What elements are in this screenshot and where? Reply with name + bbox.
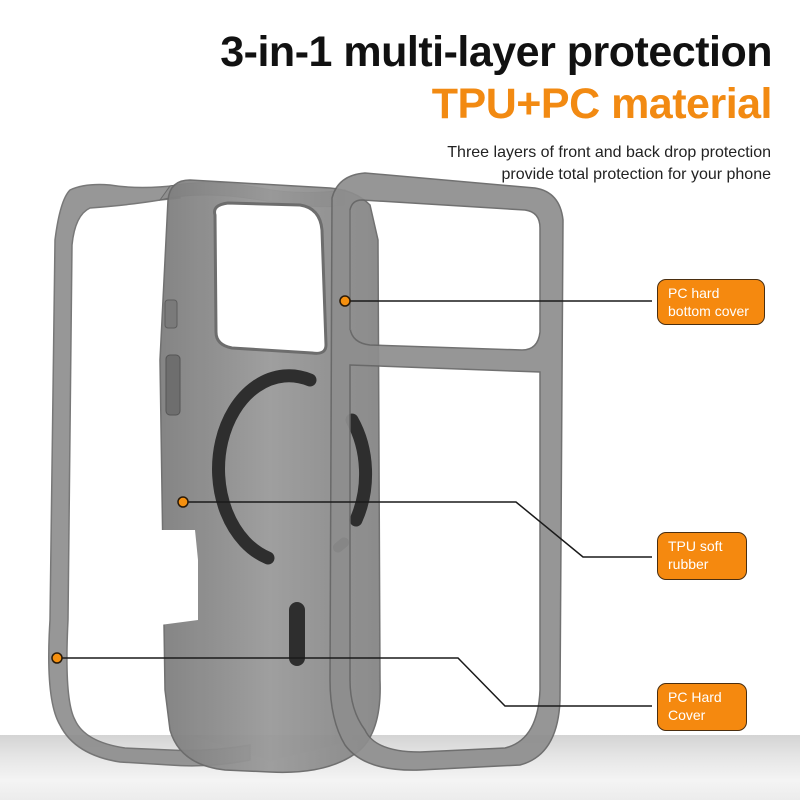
description-line: Three layers of front and back drop prot… (447, 144, 771, 161)
leader-lines (57, 300, 652, 707)
callout-tpu-soft-rubber: TPU soft rubber (657, 532, 747, 580)
pc-hard-bottom-cover-frame (329, 172, 564, 771)
material-subtitle: TPU+PC material (431, 80, 773, 128)
anchor-dot (177, 496, 189, 508)
leader-line-tpu (183, 501, 652, 558)
callout-line: rubber (668, 556, 709, 572)
callout-line: Cover (668, 707, 706, 723)
leader-line-pc-cover (57, 657, 652, 707)
anchor-dot (339, 295, 351, 307)
anchor-dots (51, 295, 351, 664)
tpu-soft-shell (159, 179, 381, 774)
headline: 3-in-1 multi-layer protection (220, 28, 772, 76)
callout-pc-hard-bottom-cover: PC hard bottom cover (657, 279, 765, 325)
callout-line: PC Hard (668, 689, 722, 705)
magsafe-alignment-bar (289, 602, 305, 666)
callout-pc-hard-cover: PC Hard Cover (657, 683, 747, 731)
callout-line: bottom cover (668, 303, 749, 319)
callout-line: TPU soft (668, 538, 723, 554)
anchor-dot (51, 652, 63, 664)
callout-line: PC hard (668, 285, 720, 301)
magsafe-ring (212, 369, 317, 565)
description-line: provide total protection for your phone (501, 166, 772, 183)
description: Three layers of front and back drop prot… (447, 142, 771, 186)
